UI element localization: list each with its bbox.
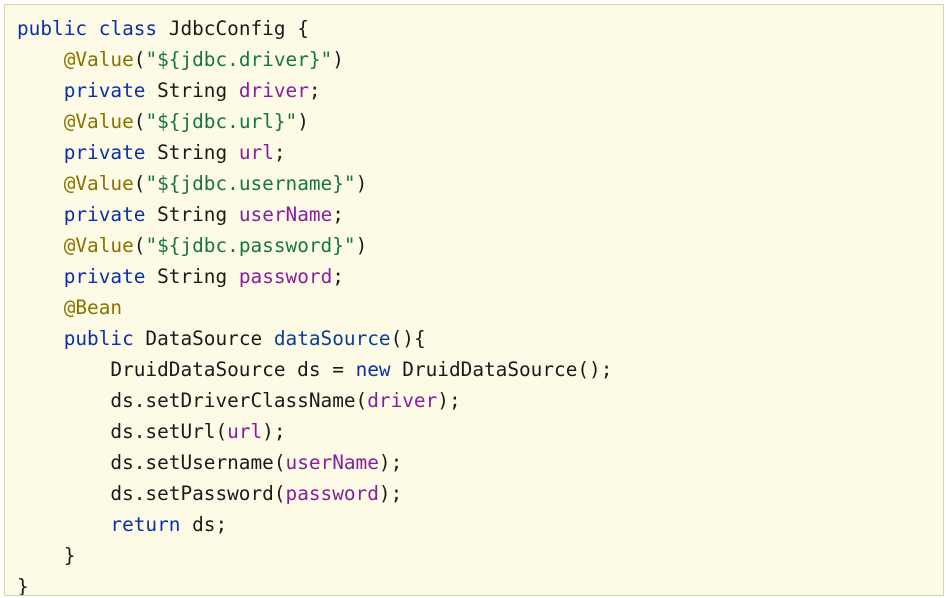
code-token-plain: ( [133, 48, 146, 71]
code-token-plain: DruidDataSource(); [390, 358, 613, 381]
code-line: public class JdbcConfig { [17, 13, 612, 44]
code-token-plain [17, 327, 64, 350]
code-token-plain: ( [133, 172, 146, 195]
code-token-string: "${jdbc.url}" [145, 110, 298, 133]
code-line: ds.setPassword(password); [17, 478, 612, 509]
code-line: ds.setUrl(url); [17, 416, 612, 447]
code-token-keyword: public [63, 327, 134, 350]
code-block: public class JdbcConfig { @Value("${jdbc… [17, 13, 612, 596]
code-token-plain: ); [378, 482, 403, 505]
code-token-plain: DruidDataSource ds = [17, 358, 356, 381]
code-line: @Value("${jdbc.url}") [17, 106, 612, 137]
code-token-plain: ; [332, 265, 344, 288]
code-token-plain: } [17, 575, 29, 596]
code-token-plain: String [145, 203, 239, 226]
code-token-keyword: new [355, 358, 391, 381]
code-line: DruidDataSource ds = new DruidDataSource… [17, 354, 612, 385]
code-token-annotation: @Value [63, 234, 134, 257]
code-token-plain: ); [262, 420, 286, 443]
code-token-field: driver [367, 389, 438, 412]
code-editor-panel: public class JdbcConfig { @Value("${jdbc… [4, 4, 944, 596]
code-token-plain: ; [308, 79, 321, 102]
code-token-plain: ) [355, 234, 368, 257]
code-token-method: dataSource [273, 327, 391, 350]
code-token-plain: ds.setUrl( [17, 420, 228, 443]
code-line: } [17, 571, 612, 596]
code-line: } [17, 540, 612, 571]
code-token-plain: ) [332, 48, 344, 71]
code-token-field: url [227, 420, 263, 443]
code-token-plain [17, 203, 64, 226]
code-token-plain: ); [378, 451, 403, 474]
code-token-annotation: @Bean [63, 296, 123, 319]
code-token-string: "${jdbc.driver}" [145, 48, 333, 71]
code-line: @Value("${jdbc.password}") [17, 230, 612, 261]
code-token-plain [17, 513, 110, 536]
code-token-field: userName [285, 451, 379, 474]
code-token-field: password [285, 482, 379, 505]
code-token-plain [17, 141, 64, 164]
code-token-plain [87, 17, 99, 40]
code-line: public DataSource dataSource(){ [17, 323, 612, 354]
code-line: ds.setUsername(userName); [17, 447, 612, 478]
code-token-plain: ds; [180, 513, 228, 536]
code-token-field: userName [238, 203, 333, 226]
code-token-keyword: public [17, 17, 88, 40]
code-token-keyword: class [98, 17, 158, 40]
code-token-string: "${jdbc.password}" [145, 234, 356, 257]
code-token-plain: ds.setPassword( [17, 482, 286, 505]
code-token-string: "${jdbc.username}" [145, 172, 356, 195]
code-line: return ds; [17, 509, 612, 540]
code-token-annotation: @Value [63, 110, 134, 133]
code-line: @Bean [17, 292, 612, 323]
code-token-plain: ) [297, 110, 309, 133]
code-line: private String driver; [17, 75, 612, 106]
code-token-plain: JdbcConfig { [157, 17, 309, 40]
code-token-annotation: @Value [63, 172, 134, 195]
code-token-plain: ( [133, 110, 146, 133]
code-token-plain [17, 172, 64, 195]
code-line: @Value("${jdbc.driver}") [17, 44, 612, 75]
code-token-plain: ( [133, 234, 146, 257]
code-token-keyword: private [63, 203, 146, 226]
code-token-plain [17, 110, 64, 133]
code-token-plain: String [145, 265, 239, 288]
code-line: private String userName; [17, 199, 612, 230]
code-token-plain [17, 79, 64, 102]
code-token-plain [17, 296, 64, 319]
code-token-plain: (){ [390, 327, 426, 350]
code-token-keyword: private [63, 265, 146, 288]
code-token-plain: } [17, 544, 76, 567]
code-token-plain: String [145, 141, 239, 164]
code-token-plain: ; [273, 141, 286, 164]
code-token-plain [17, 48, 64, 71]
code-token-field: url [238, 141, 274, 164]
code-token-plain: ds.setUsername( [17, 451, 286, 474]
code-token-plain: ; [332, 203, 344, 226]
code-token-field: password [238, 265, 333, 288]
code-token-plain [17, 234, 64, 257]
code-line: private String password; [17, 261, 612, 292]
code-token-keyword: return [110, 513, 181, 536]
code-token-plain: ds.setDriverClassName( [17, 389, 368, 412]
code-token-plain: ); [437, 389, 461, 412]
code-line: private String url; [17, 137, 612, 168]
code-line: ds.setDriverClassName(driver); [17, 385, 612, 416]
code-token-plain: String [145, 79, 239, 102]
code-token-annotation: @Value [63, 48, 134, 71]
code-token-plain: ) [355, 172, 368, 195]
code-token-keyword: private [63, 79, 146, 102]
code-line: @Value("${jdbc.username}") [17, 168, 612, 199]
code-token-field: driver [238, 79, 309, 102]
code-token-plain [17, 265, 64, 288]
code-token-keyword: private [63, 141, 146, 164]
code-token-plain: DataSource [133, 327, 274, 350]
